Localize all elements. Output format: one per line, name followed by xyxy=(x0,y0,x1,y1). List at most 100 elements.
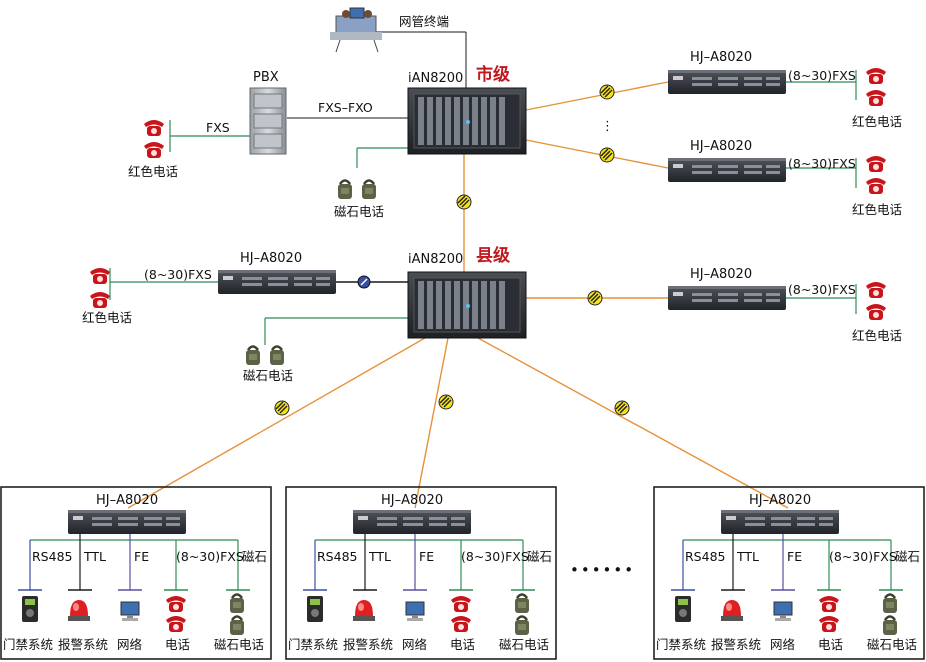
fxs-range-label: (8~30)FXS xyxy=(788,156,856,171)
magneto-phone-icon xyxy=(336,179,354,201)
ttl-label: TTL xyxy=(736,549,759,564)
red-phone-icon xyxy=(866,68,886,84)
red-phone-icon xyxy=(144,120,164,136)
fe-label: FE xyxy=(787,549,802,564)
site-box-3: HJ–A8020 RS485 TTL FE (8~30)FXS 磁石 门禁系统 … xyxy=(653,486,925,660)
red-phone-icon xyxy=(866,156,886,172)
fe-label: FE xyxy=(134,549,149,564)
phone-label: 电话 xyxy=(165,637,190,652)
red-phone-icon xyxy=(144,142,164,158)
fxs-fxo-label: FXS–FXO xyxy=(318,100,373,115)
phone-label: 电话 xyxy=(818,637,843,652)
county-level-label: 县级 xyxy=(476,245,510,266)
red-phone-icon xyxy=(819,596,839,612)
network-label: 网络 xyxy=(770,637,796,652)
network-label: 网络 xyxy=(117,637,143,652)
hj-a8020-label: HJ–A8020 xyxy=(690,267,752,282)
link-marker-icon xyxy=(599,84,615,100)
rs485-label: RS485 xyxy=(32,549,72,564)
magneto-phone-icon xyxy=(513,593,531,615)
pbx-label: PBX xyxy=(253,70,279,85)
alarm-system-label: 报警系统 xyxy=(711,637,761,652)
magneto-phone-label: 磁石电话 xyxy=(499,637,549,652)
magneto-phone-icon xyxy=(360,179,378,201)
alarm-system-label: 报警系统 xyxy=(343,637,393,652)
fxs-range-label: (8~30)FXS xyxy=(144,267,212,282)
red-phone-icon xyxy=(866,282,886,298)
computer-icon xyxy=(405,601,425,622)
red-phone-label: 红色电话 xyxy=(852,328,902,343)
access-control-icon xyxy=(675,596,691,622)
ttl-label: TTL xyxy=(368,549,391,564)
ian8200-county-label: iAN8200 xyxy=(408,252,463,267)
hj-a8020-label: HJ–A8020 xyxy=(240,251,302,266)
vertical-dots: ⋮ xyxy=(601,119,614,134)
magneto-phone-label: 磁石电话 xyxy=(334,204,384,219)
alarm-icon xyxy=(721,600,743,621)
red-phone-label: 红色电话 xyxy=(82,310,132,325)
fxs-range-label: (8~30)FXS xyxy=(176,549,244,564)
red-phone-icon xyxy=(866,178,886,194)
nms-label: 网管终端 xyxy=(399,14,449,29)
fxs-range-label: (8~30)FXS xyxy=(788,282,856,297)
network-label: 网络 xyxy=(402,637,428,652)
site-box-2: HJ–A8020 RS485 TTL FE (8~30)FXS 磁石 门禁系统 … xyxy=(285,486,557,660)
magneto-label: 磁石 xyxy=(527,549,552,564)
magneto-phone-icon xyxy=(244,345,262,367)
computer-icon xyxy=(120,601,140,622)
red-phone-icon xyxy=(866,304,886,320)
rs485-label: RS485 xyxy=(317,549,357,564)
access-control-icon xyxy=(22,596,38,622)
link-marker-icon xyxy=(614,400,630,416)
red-phone-icon xyxy=(166,596,186,612)
red-phone-icon xyxy=(819,616,839,632)
red-phone-icon xyxy=(451,616,471,632)
ttl-label: TTL xyxy=(83,549,106,564)
access-system-label: 门禁系统 xyxy=(656,637,706,652)
magneto-phone-label: 磁石电话 xyxy=(214,637,264,652)
computer-icon xyxy=(773,601,793,622)
link-marker-icon xyxy=(274,400,290,416)
nms-workstation-icon xyxy=(330,7,382,53)
hj-a8020-device xyxy=(218,270,336,294)
site-box-1: HJ–A8020 RS485 TTL FE (8~30)FXS 磁石 门禁系统 … xyxy=(0,486,272,660)
magneto-phone-icon xyxy=(513,615,531,637)
hj-a8020-device xyxy=(668,158,786,182)
hj-a8020-label: HJ–A8020 xyxy=(690,50,752,65)
ian8200-city-label: iAN8200 xyxy=(408,71,463,86)
hj-a8020-device xyxy=(668,286,786,310)
city-level-label: 市级 xyxy=(476,64,510,85)
magneto-phone-icon xyxy=(268,345,286,367)
fe-label: FE xyxy=(419,549,434,564)
magneto-phone-label: 磁石电话 xyxy=(867,637,917,652)
pbx-icon xyxy=(249,87,287,155)
fxs-range-label: (8~30)FXS xyxy=(829,549,897,564)
link-marker-icon xyxy=(587,290,603,306)
hj-a8020-device xyxy=(68,510,186,534)
magneto-phone-icon xyxy=(881,593,899,615)
fxs-label: FXS xyxy=(206,120,230,135)
more-sites-dots: •••••• xyxy=(570,561,635,579)
red-phone-label: 红色电话 xyxy=(128,164,178,179)
access-control-icon xyxy=(307,596,323,622)
alarm-system-label: 报警系统 xyxy=(58,637,108,652)
red-phone-icon xyxy=(90,268,110,284)
hj-a8020-label: HJ–A8020 xyxy=(96,493,158,508)
fxs-range-label: (8~30)FXS xyxy=(788,68,856,83)
hj-a8020-device xyxy=(353,510,471,534)
hj-a8020-label: HJ–A8020 xyxy=(381,493,443,508)
magneto-label: 磁石 xyxy=(242,549,267,564)
magneto-phone-icon xyxy=(228,615,246,637)
link-marker-icon xyxy=(456,194,472,210)
hj-a8020-label: HJ–A8020 xyxy=(749,493,811,508)
link-marker-icon xyxy=(438,394,454,410)
alarm-icon xyxy=(68,600,90,621)
phone-label: 电话 xyxy=(450,637,475,652)
red-phone-icon xyxy=(866,90,886,106)
hj-a8020-label: HJ–A8020 xyxy=(690,139,752,154)
ian8200-city-rack xyxy=(407,87,527,155)
hj-a8020-device xyxy=(721,510,839,534)
red-phone-label: 红色电话 xyxy=(852,114,902,129)
